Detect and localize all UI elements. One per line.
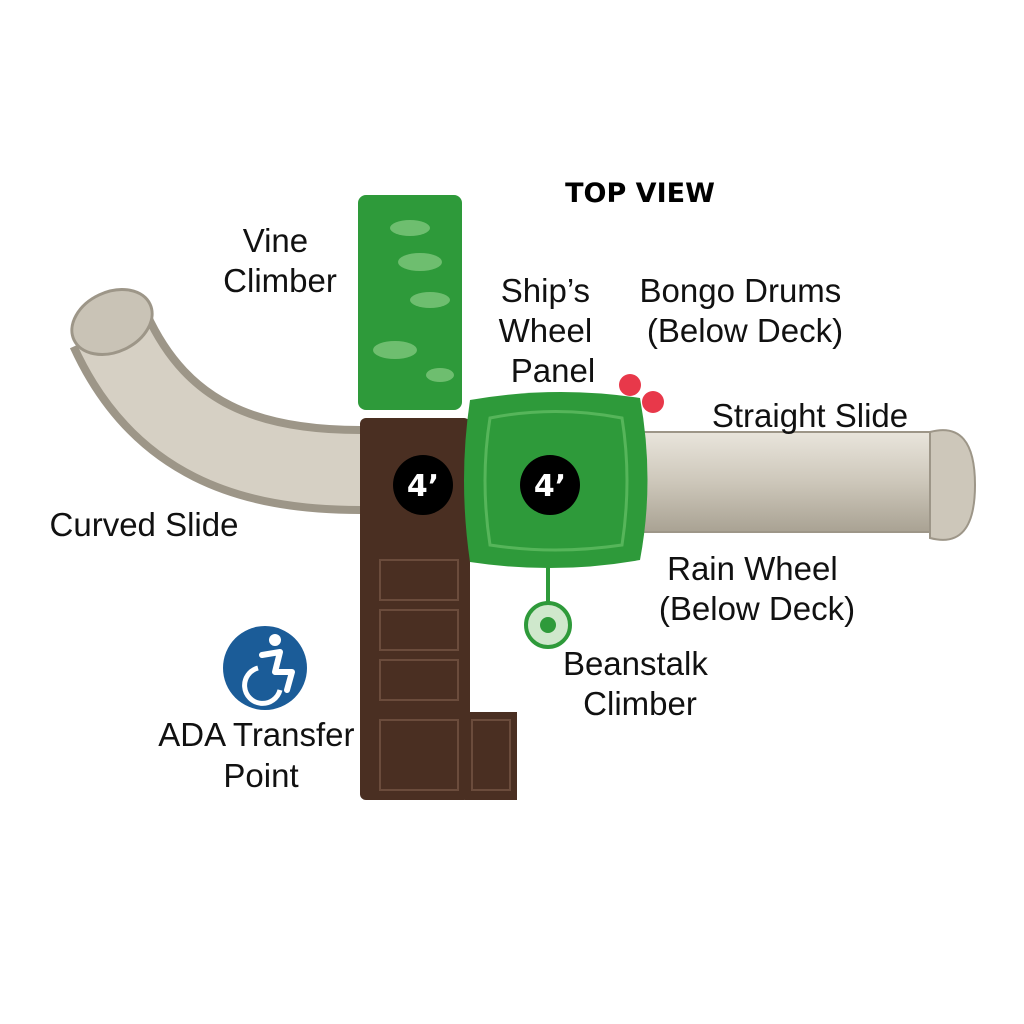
curved-slide (69, 288, 361, 514)
label-bongo-drums: Bongo Drums (Below Deck) (640, 272, 851, 349)
label-ships-wheel-panel: Ship’s Wheel Panel (499, 272, 602, 389)
label-beanstalk-climber: Beanstalk Climber (563, 645, 717, 722)
label-ada-transfer-point: ADA Transfer Point (158, 716, 363, 794)
beanstalk-climber (524, 565, 572, 649)
wheelchair-accessible-icon (223, 626, 307, 710)
bongo-drums (619, 374, 664, 413)
deck-height-marker: 4’ (520, 455, 580, 515)
label-straight-slide: Straight Slide (712, 397, 908, 434)
label-vine-climber: Vine Climber (223, 222, 337, 299)
deck-height-marker: 4’ (393, 455, 453, 515)
svg-text:4’: 4’ (407, 469, 439, 504)
straight-slide (619, 429, 977, 541)
label-rain-wheel: Rain Wheel (Below Deck) (659, 550, 855, 627)
vine-climber (358, 195, 462, 410)
title: TOP VIEW (565, 178, 715, 209)
deck-brown (360, 418, 517, 800)
label-curved-slide: Curved Slide (50, 506, 239, 543)
svg-text:4’: 4’ (534, 469, 566, 504)
